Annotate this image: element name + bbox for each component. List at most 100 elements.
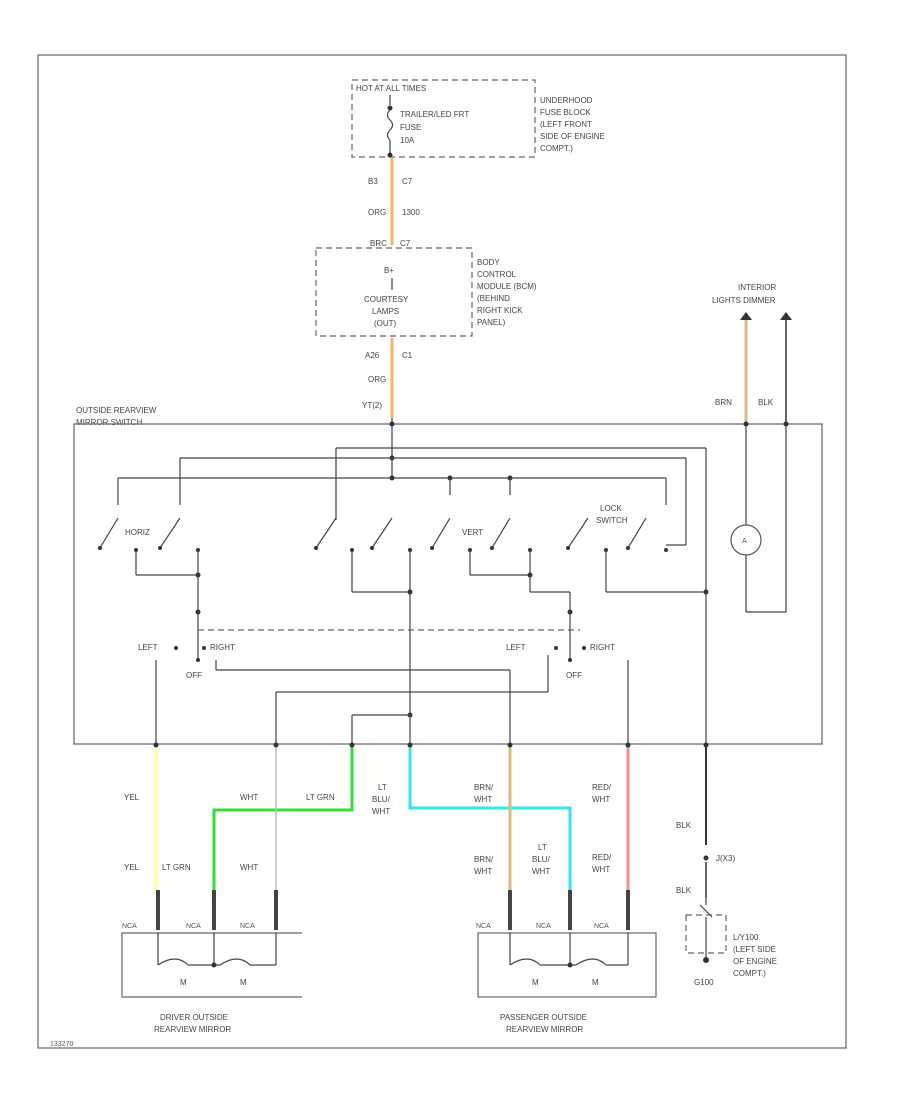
ground-location-2: (LEFT SIDE [733,945,776,954]
wire-yel-top: YEL [124,793,140,802]
wire-redwht-top-2: WHT [592,795,610,804]
fuse-block-header: HOT AT ALL TIMES [356,84,426,93]
driver-mirror-name-1: DRIVER OUTSIDE [160,1013,228,1022]
fuse-block-location-3: (LEFT FRONT [540,120,592,129]
wire-redwht-top-1: RED/ [592,783,612,792]
wire-wht-top: WHT [240,793,258,802]
ground-id: G100 [694,978,714,987]
bcm-location-5: RIGHT KICK [477,306,523,315]
fuse-block-location-1: UNDERHOOD [540,96,593,105]
wire-color-org-2: ORG [368,375,386,384]
mirror-switch-title-2: MIRROR SWITCH [76,418,142,427]
center-switch-contacts: VERT [314,517,532,552]
wire-ltgrn-bot: LT GRN [162,863,191,872]
output-wires: YEL YEL LT GRN LT GRN WHT WHT LT BLU/ WH… [124,745,735,898]
ground-icon [703,957,709,963]
wire-brnwht-top-1: BRN/ [474,783,494,792]
driver-conn-a: NCA [122,923,137,930]
lock-label-1: LOCK [600,504,622,513]
wire-ltgrn-top: LT GRN [306,793,335,802]
passenger-conn-a: NCA [476,923,491,930]
horiz-switch-contacts: HORIZ [98,517,200,552]
driver-conn-b: NCA [186,923,201,930]
fuse-name: TRAILER/LED FRT [400,110,469,119]
selector-off-b: OFF [566,671,582,680]
mirror-switch-title-1: OUTSIDE REARVIEW [76,406,157,415]
body-control-module: BRC C7 B+ COURTESY LAMPS (OUT) BODY CONT… [315,239,537,337]
fuse-word: FUSE [400,123,421,132]
passenger-conn-c: NCA [594,923,609,930]
underhood-fuse-block: HOT AT ALL TIMES TRAILER/LED FRT FUSE 10… [351,79,605,158]
ground-location-3: OF ENGINE [733,957,777,966]
interior-lights-dimmer: INTERIOR LIGHTS DIMMER BRN BLK [712,283,792,425]
wire-ltblu-bot-1: LT [538,843,547,852]
wire-splice: J(X3) [716,854,735,863]
wire-ltblu-bot-3: WHT [532,867,550,876]
footer-code: 133270 [50,1041,73,1048]
selector-left-b: LEFT [506,643,526,652]
illumination-lamp-icon [730,524,762,556]
bcm-function-1: COURTESY [364,295,409,304]
passenger-mirror-name-2: REARVIEW MIRROR [506,1025,583,1034]
selector-off-a: OFF [186,671,202,680]
horiz-label: HORIZ [125,528,150,537]
wire-circuit-1300: 1300 [402,208,420,217]
wire-pin-a26: A26 [365,351,380,360]
wire-brnwht-bot-2: WHT [474,867,492,876]
bcm-location-6: PANEL) [477,318,506,327]
passenger-motor-1-icon [509,958,541,966]
wire-ltblu-bot-2: BLU/ [532,855,551,864]
driver-motor-2-icon [219,958,251,966]
wire-wht-bot: WHT [240,863,258,872]
diagram-frame [37,54,847,1049]
wire-pin-yt2: YT(2) [362,401,382,410]
driver-motor-1-label: M [180,978,187,987]
wire-brnwht-top-2: WHT [474,795,492,804]
passenger-mirror-name-1: PASSENGER OUTSIDE [500,1013,587,1022]
ground-location-1: L/Y100 [733,933,759,942]
selector-right-a: RIGHT [210,643,235,652]
lock-label-2: SWITCH [596,516,628,525]
wire-pin-b3: B3 [368,177,378,186]
wire-color-org-1: ORG [368,208,386,217]
vert-label: VERT [462,528,483,537]
wire-yel-bot: YEL [124,863,140,872]
passenger-motor-2-icon [575,958,607,966]
wire-blk-top: BLK [676,821,692,830]
bcm-function-3: (OUT) [374,319,397,328]
bcm-top-pin-b: C7 [400,239,411,248]
fuse-icon [386,109,394,141]
bcm-location-4: (BEHIND [477,294,510,303]
driver-mirror-name-2: REARVIEW MIRROR [154,1025,231,1034]
wire-pin-c1: C1 [402,351,413,360]
selector-left-a: LEFT [138,643,158,652]
bcm-location-2: CONTROL [477,270,517,279]
bcm-bplus: B+ [384,266,394,275]
wire-ltblu-top-3: WHT [372,807,390,816]
wire-ltblu-top-1: LT [378,783,387,792]
dimmer-label-2: LIGHTS DIMMER [712,296,776,305]
driver-conn-c: NCA [240,923,255,930]
passenger-motor-1-label: M [532,978,539,987]
ground-point: L/Y100 (LEFT SIDE OF ENGINE COMPT.) G100 [685,898,777,987]
fuse-block-location-2: FUSE BLOCK [540,108,591,117]
lock-switch-contacts: LOCK SWITCH [566,504,668,552]
lamp-symbol: A [742,538,747,545]
wire-pin-c7: C7 [402,177,413,186]
fuse-amp: 10A [400,136,415,145]
fuse-block-location-5: COMPT.) [540,144,573,153]
wire-redwht-bot-1: RED/ [592,853,612,862]
wire-blk-bot: BLK [676,886,692,895]
dimmer-label-1: INTERIOR [738,283,776,292]
bcm-location-3: MODULE (BCM) [477,282,537,291]
wire-ltblu-top-2: BLU/ [372,795,391,804]
driver-motor-1-icon [157,958,189,966]
wire-redwht-bot-2: WHT [592,865,610,874]
mirror-switch: OUTSIDE REARVIEW MIRROR SWITCH HORIZ [73,406,823,745]
bcm-location-1: BODY [477,258,500,267]
driver-mirror: NCA NCA NCA M M DRIVER OUTSIDE REARVIEW … [121,890,302,1034]
dimmer-wire-blk: BLK [758,398,774,407]
bcm-top-pin: BRC [370,239,387,248]
switch-output-pins [153,421,789,748]
